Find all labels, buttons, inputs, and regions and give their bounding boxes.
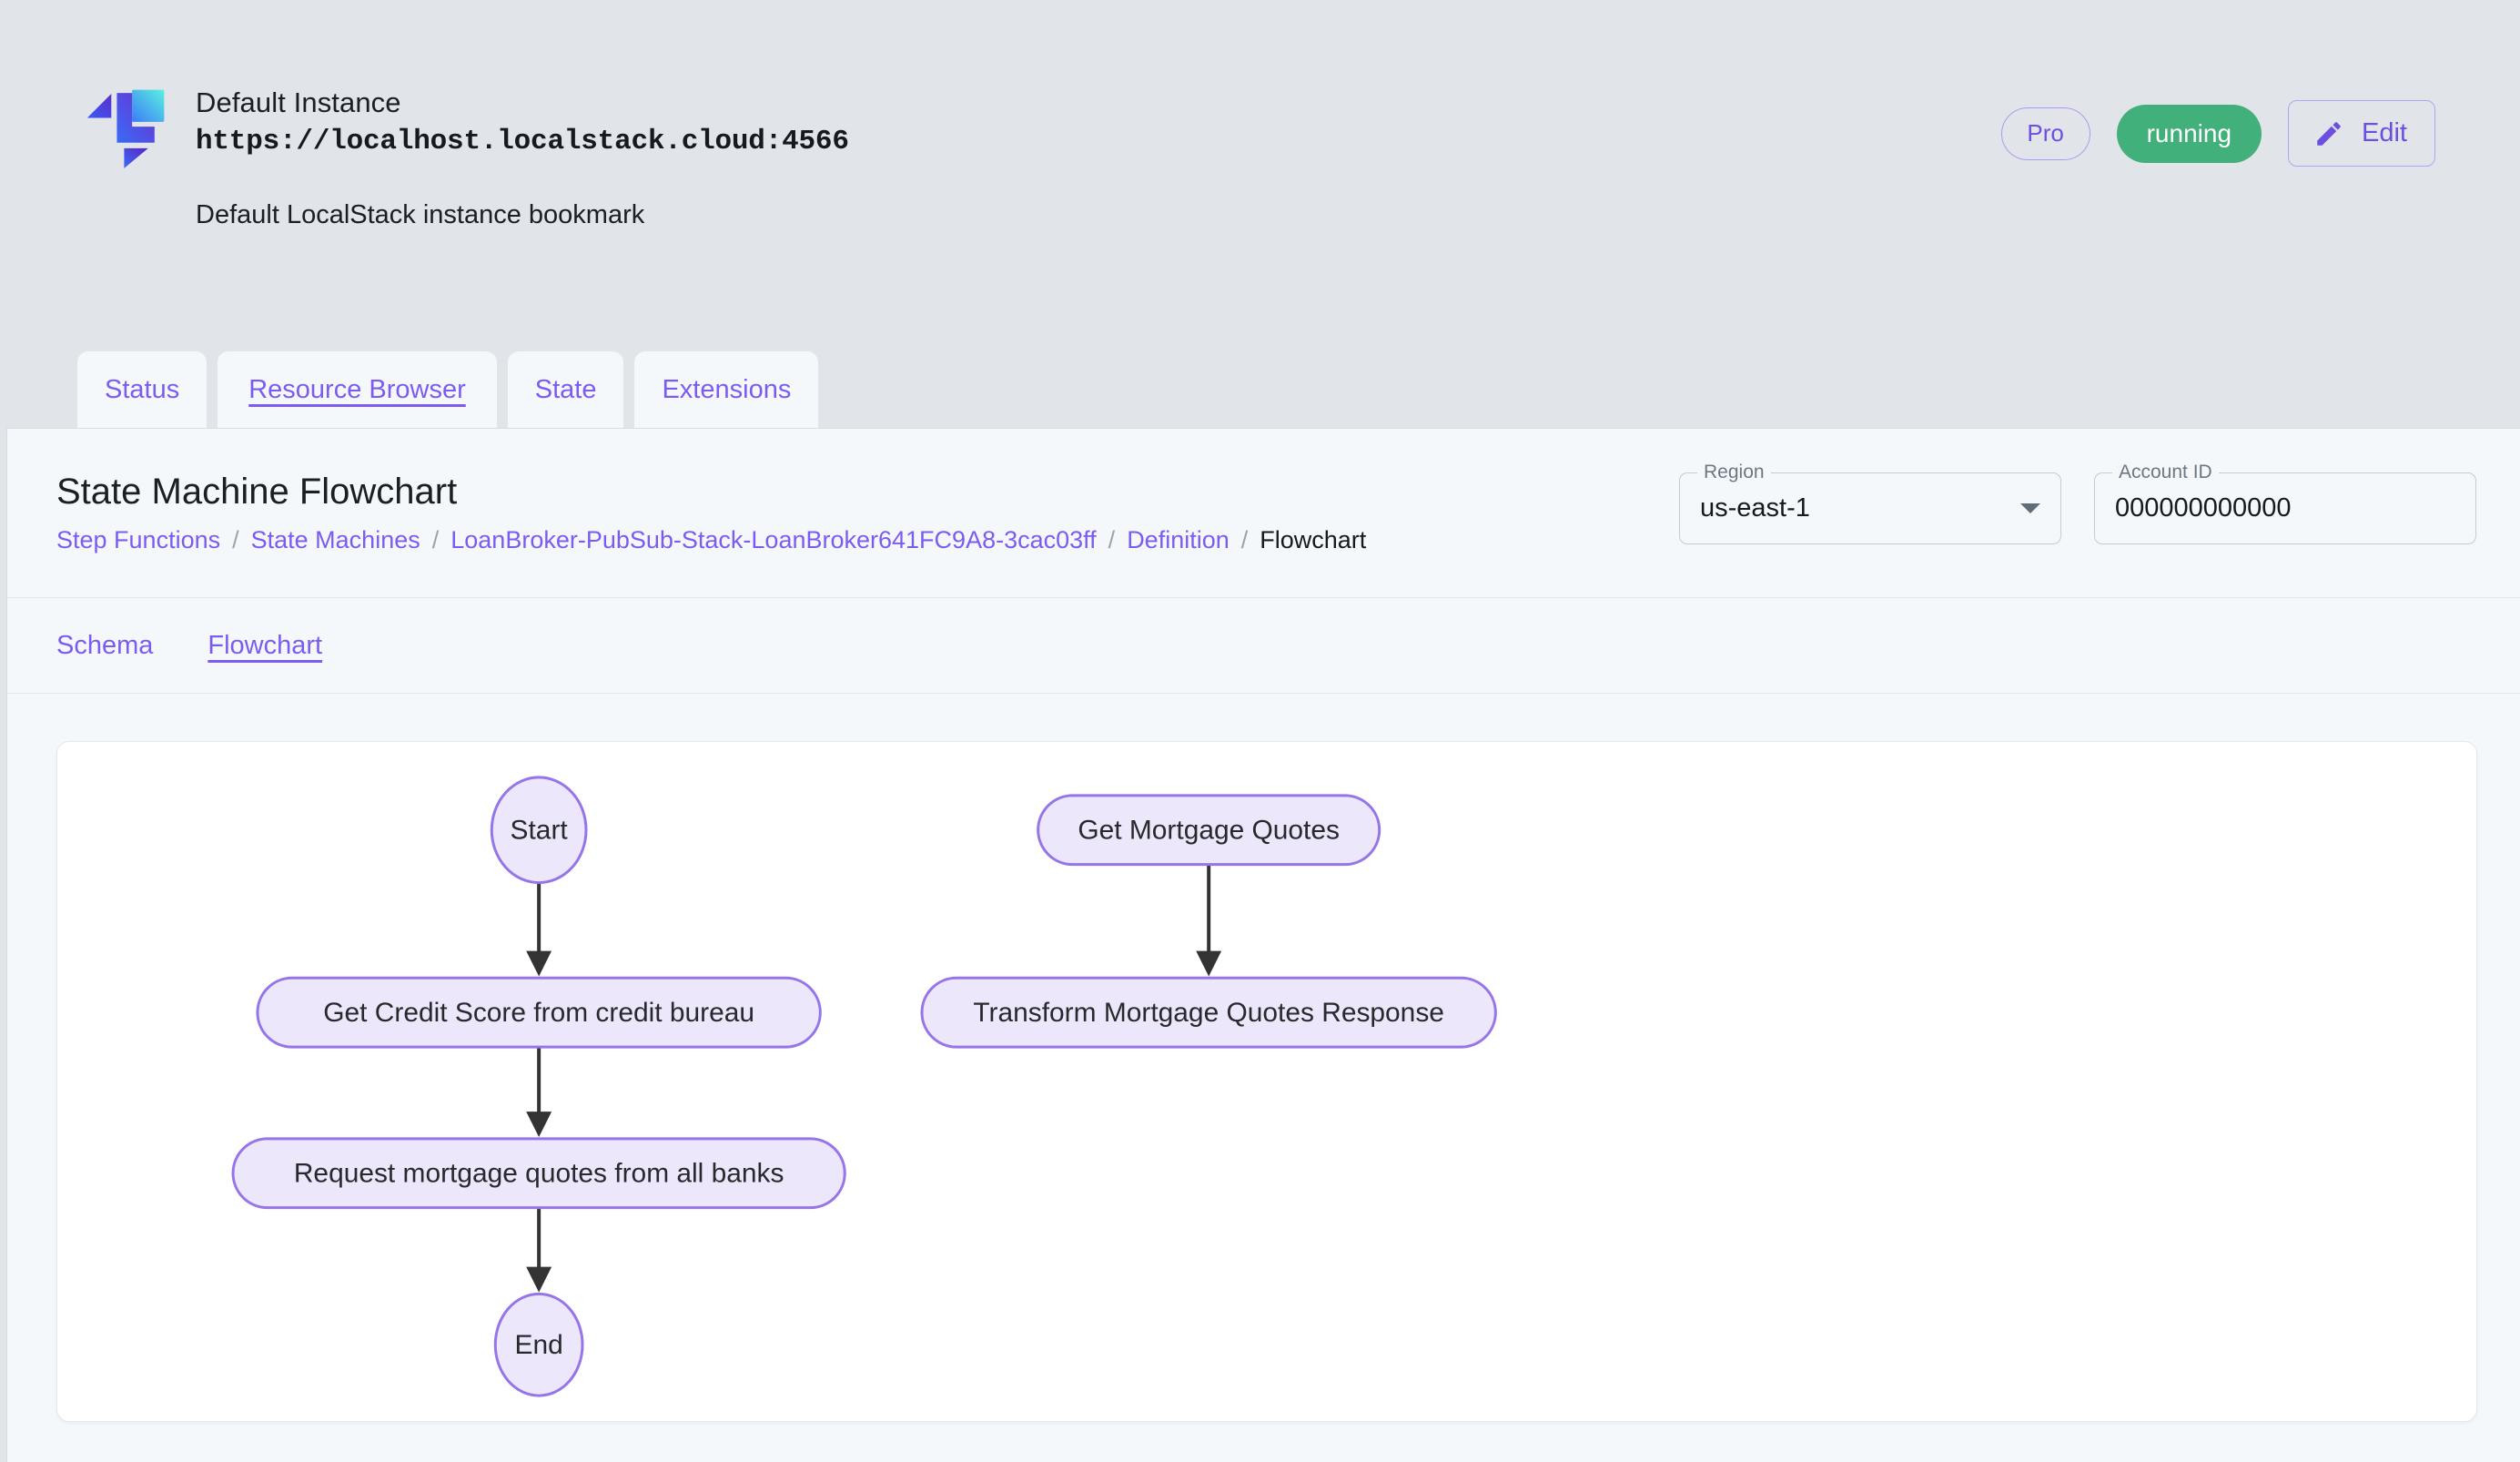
flow-edges <box>526 864 1222 1293</box>
node-request-mortgage-quotes-label: Request mortgage quotes from all banks <box>294 1159 784 1189</box>
instance-description: Default LocalStack instance bookmark <box>196 200 645 229</box>
page-title: State Machine Flowchart <box>56 472 458 512</box>
breadcrumb-item-state-machine-name[interactable]: LoanBroker-PubSub-Stack-LoanBroker641FC9… <box>450 526 1097 553</box>
context-selectors: Region us-east-1 Account ID 000000000000 <box>1679 461 2476 544</box>
instance-name: Default Instance <box>196 86 401 118</box>
main-tab-bar: Status Resource Browser State Extensions <box>77 351 819 428</box>
edit-button[interactable]: Edit <box>2288 100 2435 167</box>
tab-resource-browser[interactable]: Resource Browser <box>218 351 497 428</box>
header-actions: Pro running Edit <box>2000 100 2435 167</box>
node-start-label: Start <box>511 816 569 846</box>
node-end[interactable]: End <box>493 1292 584 1397</box>
definition-subtab-bar: Schema Flowchart <box>7 598 2520 694</box>
instance-header: Default Instance https://localhost.local… <box>0 0 2520 428</box>
account-id-field[interactable]: Account ID 000000000000 <box>2094 461 2476 544</box>
node-transform-mortgage-quotes-response-label: Transform Mortgage Quotes Response <box>973 998 1444 1028</box>
localstack-logo-icon <box>86 86 167 169</box>
region-value: us-east-1 <box>1700 493 1810 523</box>
subtab-flowchart[interactable]: Flowchart <box>207 631 323 660</box>
chevron-down-icon[interactable] <box>2020 503 2040 513</box>
resource-browser-panel: State Machine Flowchart Step Functions /… <box>6 428 2520 1462</box>
breadcrumb-item-flowchart: Flowchart <box>1260 526 1367 553</box>
tab-status[interactable]: Status <box>77 351 207 428</box>
breadcrumb-separator: / <box>1240 526 1249 553</box>
account-id-value: 000000000000 <box>2115 493 2292 523</box>
instance-summary: Default Instance https://localhost.local… <box>86 84 849 232</box>
page-titlebar: State Machine Flowchart Step Functions /… <box>7 429 2520 598</box>
breadcrumb-separator: / <box>1108 526 1116 553</box>
breadcrumb: Step Functions / State Machines / LoanBr… <box>56 524 1366 555</box>
instance-url: https://localhost.localstack.cloud:4566 <box>196 126 849 157</box>
node-transform-mortgage-quotes-response[interactable]: Transform Mortgage Quotes Response <box>920 976 1497 1049</box>
node-request-mortgage-quotes[interactable]: Request mortgage quotes from all banks <box>231 1137 846 1210</box>
state-machine-flowchart-svg: Start Get Credit Score from credit burea… <box>231 776 1497 1397</box>
region-label: Region <box>1697 461 1771 484</box>
breadcrumb-item-step-functions[interactable]: Step Functions <box>56 526 221 553</box>
node-end-label: End <box>515 1330 563 1360</box>
node-start[interactable]: Start <box>490 776 588 885</box>
node-get-credit-score-label: Get Credit Score from credit bureau <box>323 998 754 1028</box>
breadcrumb-item-definition[interactable]: Definition <box>1127 526 1230 553</box>
status-badge[interactable]: running <box>2116 104 2262 163</box>
instance-text-block: Default Instance https://localhost.local… <box>196 84 849 232</box>
node-get-mortgage-quotes[interactable]: Get Mortgage Quotes <box>1037 794 1381 867</box>
pro-badge[interactable]: Pro <box>2000 107 2090 160</box>
node-get-credit-score[interactable]: Get Credit Score from credit bureau <box>256 976 822 1049</box>
breadcrumb-separator: / <box>232 526 239 553</box>
edit-button-label: Edit <box>2362 118 2407 147</box>
account-id-label: Account ID <box>2112 461 2219 484</box>
breadcrumb-separator: / <box>431 526 440 553</box>
breadcrumb-item-state-machines[interactable]: State Machines <box>250 526 420 553</box>
node-get-mortgage-quotes-label: Get Mortgage Quotes <box>1078 816 1340 846</box>
subtab-schema[interactable]: Schema <box>56 631 154 660</box>
flowchart-canvas[interactable]: Start Get Credit Score from credit burea… <box>56 741 2477 1422</box>
region-select[interactable]: Region us-east-1 <box>1679 461 2061 544</box>
tab-extensions[interactable]: Extensions <box>634 351 819 428</box>
tab-state[interactable]: State <box>507 351 624 428</box>
pencil-icon <box>2313 118 2344 149</box>
